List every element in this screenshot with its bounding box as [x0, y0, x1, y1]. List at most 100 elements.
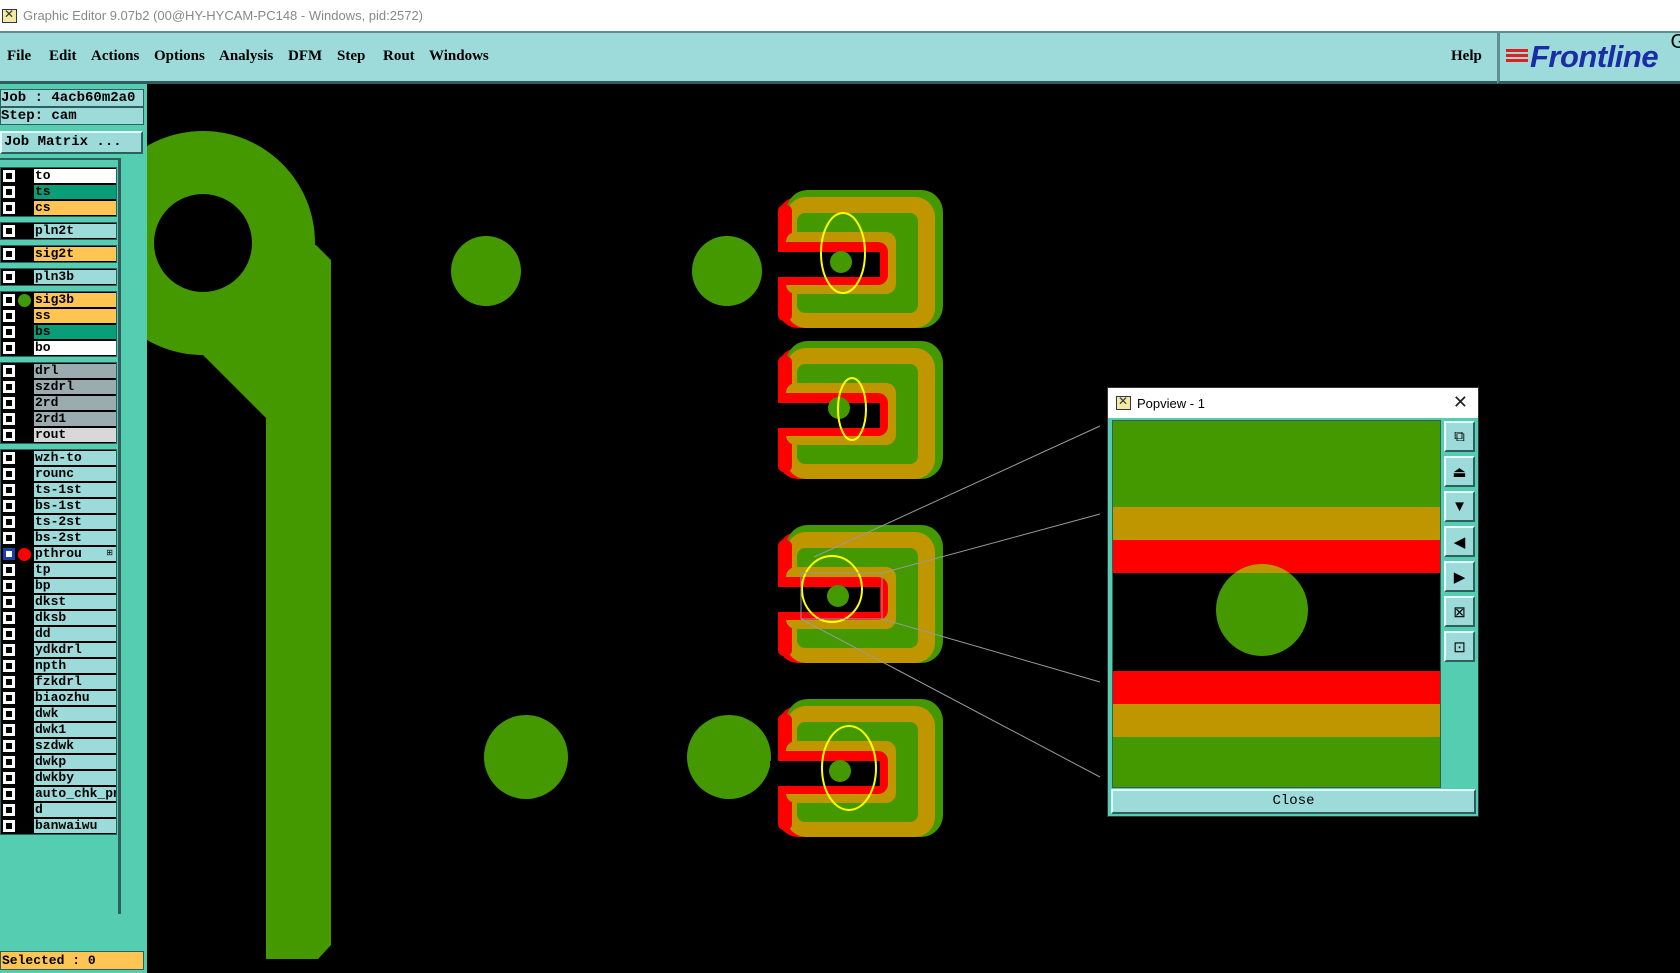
- pan-down-icon[interactable]: ▼: [1444, 491, 1475, 522]
- menu-help[interactable]: Help: [1451, 48, 1482, 64]
- layer-row-2rd1[interactable]: 2rd1: [1, 411, 116, 427]
- layer-row-pln3b[interactable]: pln3b: [1, 269, 116, 285]
- layer-name[interactable]: biaozhu: [34, 691, 116, 705]
- layer-checkbox[interactable]: [3, 468, 15, 480]
- layer-checkbox[interactable]: [3, 413, 15, 425]
- layer-name[interactable]: ydkdrl: [34, 643, 116, 657]
- layer-row-wzh-to[interactable]: wzh-to: [1, 450, 116, 466]
- layer-checkbox[interactable]: [3, 660, 15, 672]
- layer-name[interactable]: dwk1: [34, 723, 116, 737]
- layer-checkbox[interactable]: [3, 186, 15, 198]
- layer-name[interactable]: szdwk: [34, 739, 116, 753]
- layer-row-drl[interactable]: drl: [1, 363, 116, 379]
- layer-row-rout[interactable]: rout: [1, 427, 116, 443]
- layer-name[interactable]: bs-2st: [34, 531, 116, 545]
- layer-row-ss[interactable]: ss: [1, 308, 116, 324]
- menu-analysis[interactable]: Analysis: [219, 48, 274, 64]
- layer-checkbox[interactable]: [3, 365, 15, 377]
- layer-name[interactable]: bs: [34, 325, 116, 339]
- close-icon[interactable]: ✕: [1452, 392, 1468, 412]
- layer-name[interactable]: dwk: [34, 707, 116, 721]
- menu-windows[interactable]: Windows: [429, 48, 489, 64]
- layer-name[interactable]: wzh-to: [34, 451, 116, 465]
- layer-row-ts-2st[interactable]: ts-2st: [1, 514, 116, 530]
- layer-checkbox[interactable]: [3, 484, 15, 496]
- menu-actions[interactable]: Actions: [91, 48, 140, 64]
- layer-checkbox[interactable]: [3, 692, 15, 704]
- layer-row-fzkdrl[interactable]: fzkdrl: [1, 674, 116, 690]
- layer-checkbox[interactable]: [3, 452, 15, 464]
- layer-checkbox[interactable]: [3, 788, 15, 800]
- layer-checkbox[interactable]: [3, 756, 15, 768]
- layer-name[interactable]: bs-1st: [34, 499, 116, 513]
- layer-checkbox[interactable]: [3, 804, 15, 816]
- menu-options[interactable]: Options: [154, 48, 205, 64]
- layer-name[interactable]: dkst: [34, 595, 116, 609]
- layer-row-npth[interactable]: npth: [1, 658, 116, 674]
- layer-row-sig2t[interactable]: sig2t: [1, 246, 116, 262]
- menu-step[interactable]: Step: [337, 48, 366, 64]
- layer-name[interactable]: dwkp: [34, 755, 116, 769]
- layer-row-sig3b[interactable]: sig3b: [1, 292, 116, 308]
- layer-row-to[interactable]: to: [1, 168, 116, 184]
- layer-row-bs-1st[interactable]: bs-1st: [1, 498, 116, 514]
- layer-name[interactable]: ss: [34, 309, 116, 323]
- layer-name[interactable]: ts-1st: [34, 483, 116, 497]
- layer-row-bs-2st[interactable]: bs-2st: [1, 530, 116, 546]
- layer-checkbox[interactable]: [3, 532, 15, 544]
- layer-name[interactable]: dd: [34, 627, 116, 641]
- layer-name[interactable]: sig3b: [34, 293, 116, 307]
- layer-row-dkst[interactable]: dkst: [1, 594, 116, 610]
- layer-checkbox[interactable]: [3, 740, 15, 752]
- layer-name[interactable]: to: [34, 169, 116, 183]
- pan-right-icon[interactable]: ▶: [1444, 561, 1475, 592]
- layer-checkbox[interactable]: [3, 548, 15, 560]
- pan-up-icon[interactable]: ⏏: [1444, 456, 1475, 487]
- zoom-in-icon[interactable]: ⊠: [1444, 596, 1475, 627]
- layer-name[interactable]: dwkby: [34, 771, 116, 785]
- menu-edit[interactable]: Edit: [49, 48, 77, 64]
- layer-row-dwk1[interactable]: dwk1: [1, 722, 116, 738]
- layer-checkbox[interactable]: [3, 676, 15, 688]
- layer-checkbox[interactable]: [3, 628, 15, 640]
- layer-name[interactable]: 2rd: [34, 396, 116, 410]
- layer-name[interactable]: drl: [34, 364, 116, 378]
- layer-row-pthrou[interactable]: pthrou⊞: [1, 546, 116, 562]
- layer-checkbox[interactable]: [3, 381, 15, 393]
- layer-name[interactable]: fzkdrl: [34, 675, 116, 689]
- layer-row-bp[interactable]: bp: [1, 578, 116, 594]
- layer-checkbox[interactable]: [3, 644, 15, 656]
- layer-name[interactable]: bo: [34, 341, 116, 355]
- layer-row-banwaiwu[interactable]: banwaiwu: [1, 818, 116, 834]
- layer-checkbox[interactable]: [3, 342, 15, 354]
- menu-rout[interactable]: Rout: [383, 48, 415, 64]
- layer-checkbox[interactable]: [3, 500, 15, 512]
- layer-name[interactable]: 2rd1: [34, 412, 116, 426]
- layer-row-bo[interactable]: bo: [1, 340, 116, 356]
- layer-name[interactable]: auto_chk_pnl: [34, 787, 116, 801]
- layer-name[interactable]: rounc: [34, 467, 116, 481]
- layer-checkbox[interactable]: [3, 708, 15, 720]
- layer-row-d[interactable]: d: [1, 802, 116, 818]
- layer-checkbox[interactable]: [3, 772, 15, 784]
- popview-canvas[interactable]: [1112, 420, 1441, 788]
- layer-name[interactable]: banwaiwu: [34, 819, 116, 833]
- layer-checkbox[interactable]: [3, 820, 15, 832]
- layer-checkbox[interactable]: [3, 612, 15, 624]
- zoom-home-icon[interactable]: ⧉: [1444, 421, 1475, 452]
- layer-row-cs[interactable]: cs: [1, 200, 116, 216]
- popview-title-bar[interactable]: Popview - 1 ✕: [1108, 388, 1478, 418]
- popview-close-button[interactable]: Close: [1111, 789, 1476, 814]
- layer-row-szdrl[interactable]: szdrl: [1, 379, 116, 395]
- layer-checkbox[interactable]: [3, 271, 15, 283]
- layer-checkbox[interactable]: [3, 596, 15, 608]
- layer-row-pln2t[interactable]: pln2t: [1, 223, 116, 239]
- layer-row-2rd[interactable]: 2rd: [1, 395, 116, 411]
- layer-row-ts-1st[interactable]: ts-1st: [1, 482, 116, 498]
- layer-checkbox[interactable]: [3, 516, 15, 528]
- layer-name[interactable]: ts-2st: [34, 515, 116, 529]
- pan-left-icon[interactable]: ◀: [1444, 526, 1475, 557]
- layer-row-dwk[interactable]: dwk: [1, 706, 116, 722]
- layer-expand-icon[interactable]: ⊞: [106, 548, 113, 557]
